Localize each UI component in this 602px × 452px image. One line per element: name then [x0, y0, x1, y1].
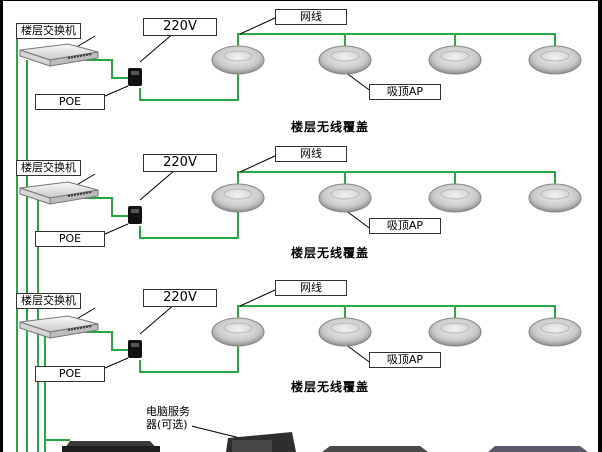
- ceiling-ap: [211, 317, 265, 347]
- floor-switch-label: 楼层交换机: [16, 160, 81, 176]
- poe-label: POE: [35, 94, 105, 110]
- ap-label: 吸顶AP: [369, 84, 441, 100]
- cable-label: 网线: [275, 146, 347, 162]
- ceiling-ap: [428, 183, 482, 213]
- poe-label: POE: [35, 366, 105, 382]
- cable-label: 网线: [275, 280, 347, 296]
- ap-link-cable: [344, 171, 456, 186]
- ap-link-cable: [237, 33, 346, 48]
- ap-label: 吸顶AP: [369, 218, 441, 234]
- ceiling-ap: [528, 183, 582, 213]
- floor-switch-label: 楼层交换机: [16, 293, 81, 309]
- poe-injector: [128, 68, 142, 86]
- ceiling-ap: [528, 317, 582, 347]
- ap-link-cable: [454, 305, 556, 320]
- floor-switch: [19, 43, 99, 67]
- poe-to-ap-cable: [139, 342, 239, 373]
- cable-label: 网线: [275, 9, 347, 25]
- floor-caption: 楼层无线覆盖: [291, 380, 370, 394]
- network-device: [322, 446, 428, 452]
- floor-2: [19, 155, 582, 239]
- ap-link-cable: [237, 305, 346, 320]
- ap-label: 吸顶AP: [369, 352, 441, 368]
- server-computer: [226, 432, 296, 452]
- ceiling-ap: [318, 45, 372, 75]
- ceiling-ap: [528, 45, 582, 75]
- ceiling-ap: [211, 183, 265, 213]
- poe-label: POE: [35, 231, 105, 247]
- power-label: 220V: [143, 154, 217, 172]
- poe-injector: [128, 206, 142, 224]
- ap-link-cable: [344, 33, 456, 48]
- poe-injector: [128, 340, 142, 358]
- ap-link-cable: [237, 171, 346, 186]
- floor-caption: 楼层无线覆盖: [291, 120, 370, 134]
- floor-1: [19, 17, 582, 101]
- ceiling-ap: [318, 183, 372, 213]
- rack-server: [62, 441, 160, 452]
- ap-link-cable: [454, 33, 556, 48]
- server-label: 电脑服务 器(可选): [144, 405, 192, 431]
- poe-to-ap-cable: [139, 70, 239, 101]
- ap-link-cable: [344, 305, 456, 320]
- power-label: 220V: [143, 18, 217, 36]
- ceiling-ap: [211, 45, 265, 75]
- ap-link-cable: [454, 171, 556, 186]
- floor-switch: [19, 315, 99, 339]
- floor-caption: 楼层无线覆盖: [291, 246, 370, 260]
- poe-to-ap-cable: [139, 208, 239, 239]
- ceiling-ap: [428, 45, 482, 75]
- floor-switch-label: 楼层交换机: [16, 23, 81, 39]
- power-label: 220V: [143, 289, 217, 307]
- network-device: [488, 446, 588, 452]
- floor-switch: [19, 181, 99, 205]
- floor-3: [19, 289, 582, 373]
- ceiling-ap: [428, 317, 482, 347]
- ceiling-ap: [318, 317, 372, 347]
